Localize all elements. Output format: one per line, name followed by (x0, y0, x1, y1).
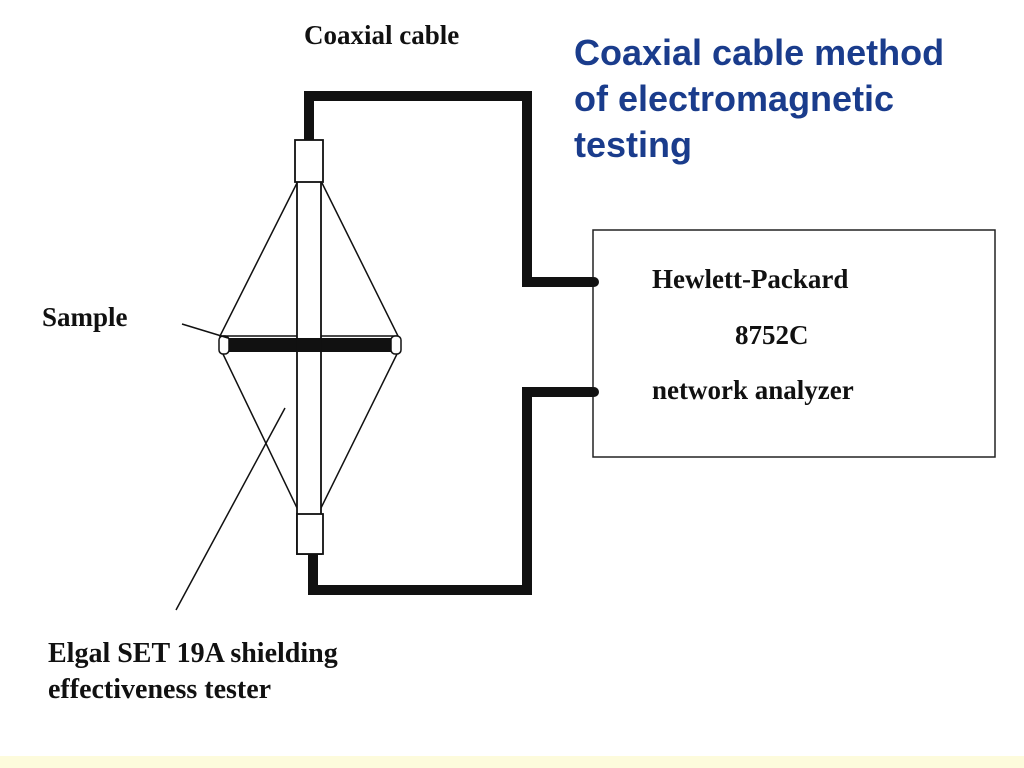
tester-label-line-2: effectiveness tester (48, 674, 272, 705)
analyzer-label-line-2: 8752C (735, 320, 809, 350)
coaxial-cable-upper (304, 91, 596, 287)
sample-label: Sample (42, 302, 128, 332)
rod-bottom-connector (296, 513, 324, 555)
analyzer-port-upper (589, 277, 599, 287)
tester-label-line-1: Elgal SET 19A shielding (48, 638, 338, 669)
coaxial-cable-lower (308, 387, 596, 595)
slide-title: Coaxial cable method of electromagnetic … (574, 30, 1014, 168)
rod-top-connector (294, 139, 324, 183)
title-line-1: Coaxial cable method (574, 32, 945, 73)
coaxial-cable-label: Coaxial cable (304, 20, 460, 50)
analyzer-label-line-1: Hewlett-Packard (652, 264, 849, 294)
network-analyzer-box (592, 229, 996, 458)
sample-edge-left (218, 335, 230, 355)
tester-leader-line (175, 407, 286, 611)
sample-leader-line (181, 323, 229, 339)
analyzer-label-line-3: network analyzer (652, 375, 854, 405)
title-line-2: of electromagnetic (574, 78, 895, 119)
title-line-3: testing (574, 124, 693, 165)
center-rod (296, 179, 322, 555)
sample-edge-right (390, 335, 402, 355)
sample-disc-center (297, 338, 321, 352)
analyzer-port-lower (589, 387, 599, 397)
footer-band (0, 756, 1024, 768)
